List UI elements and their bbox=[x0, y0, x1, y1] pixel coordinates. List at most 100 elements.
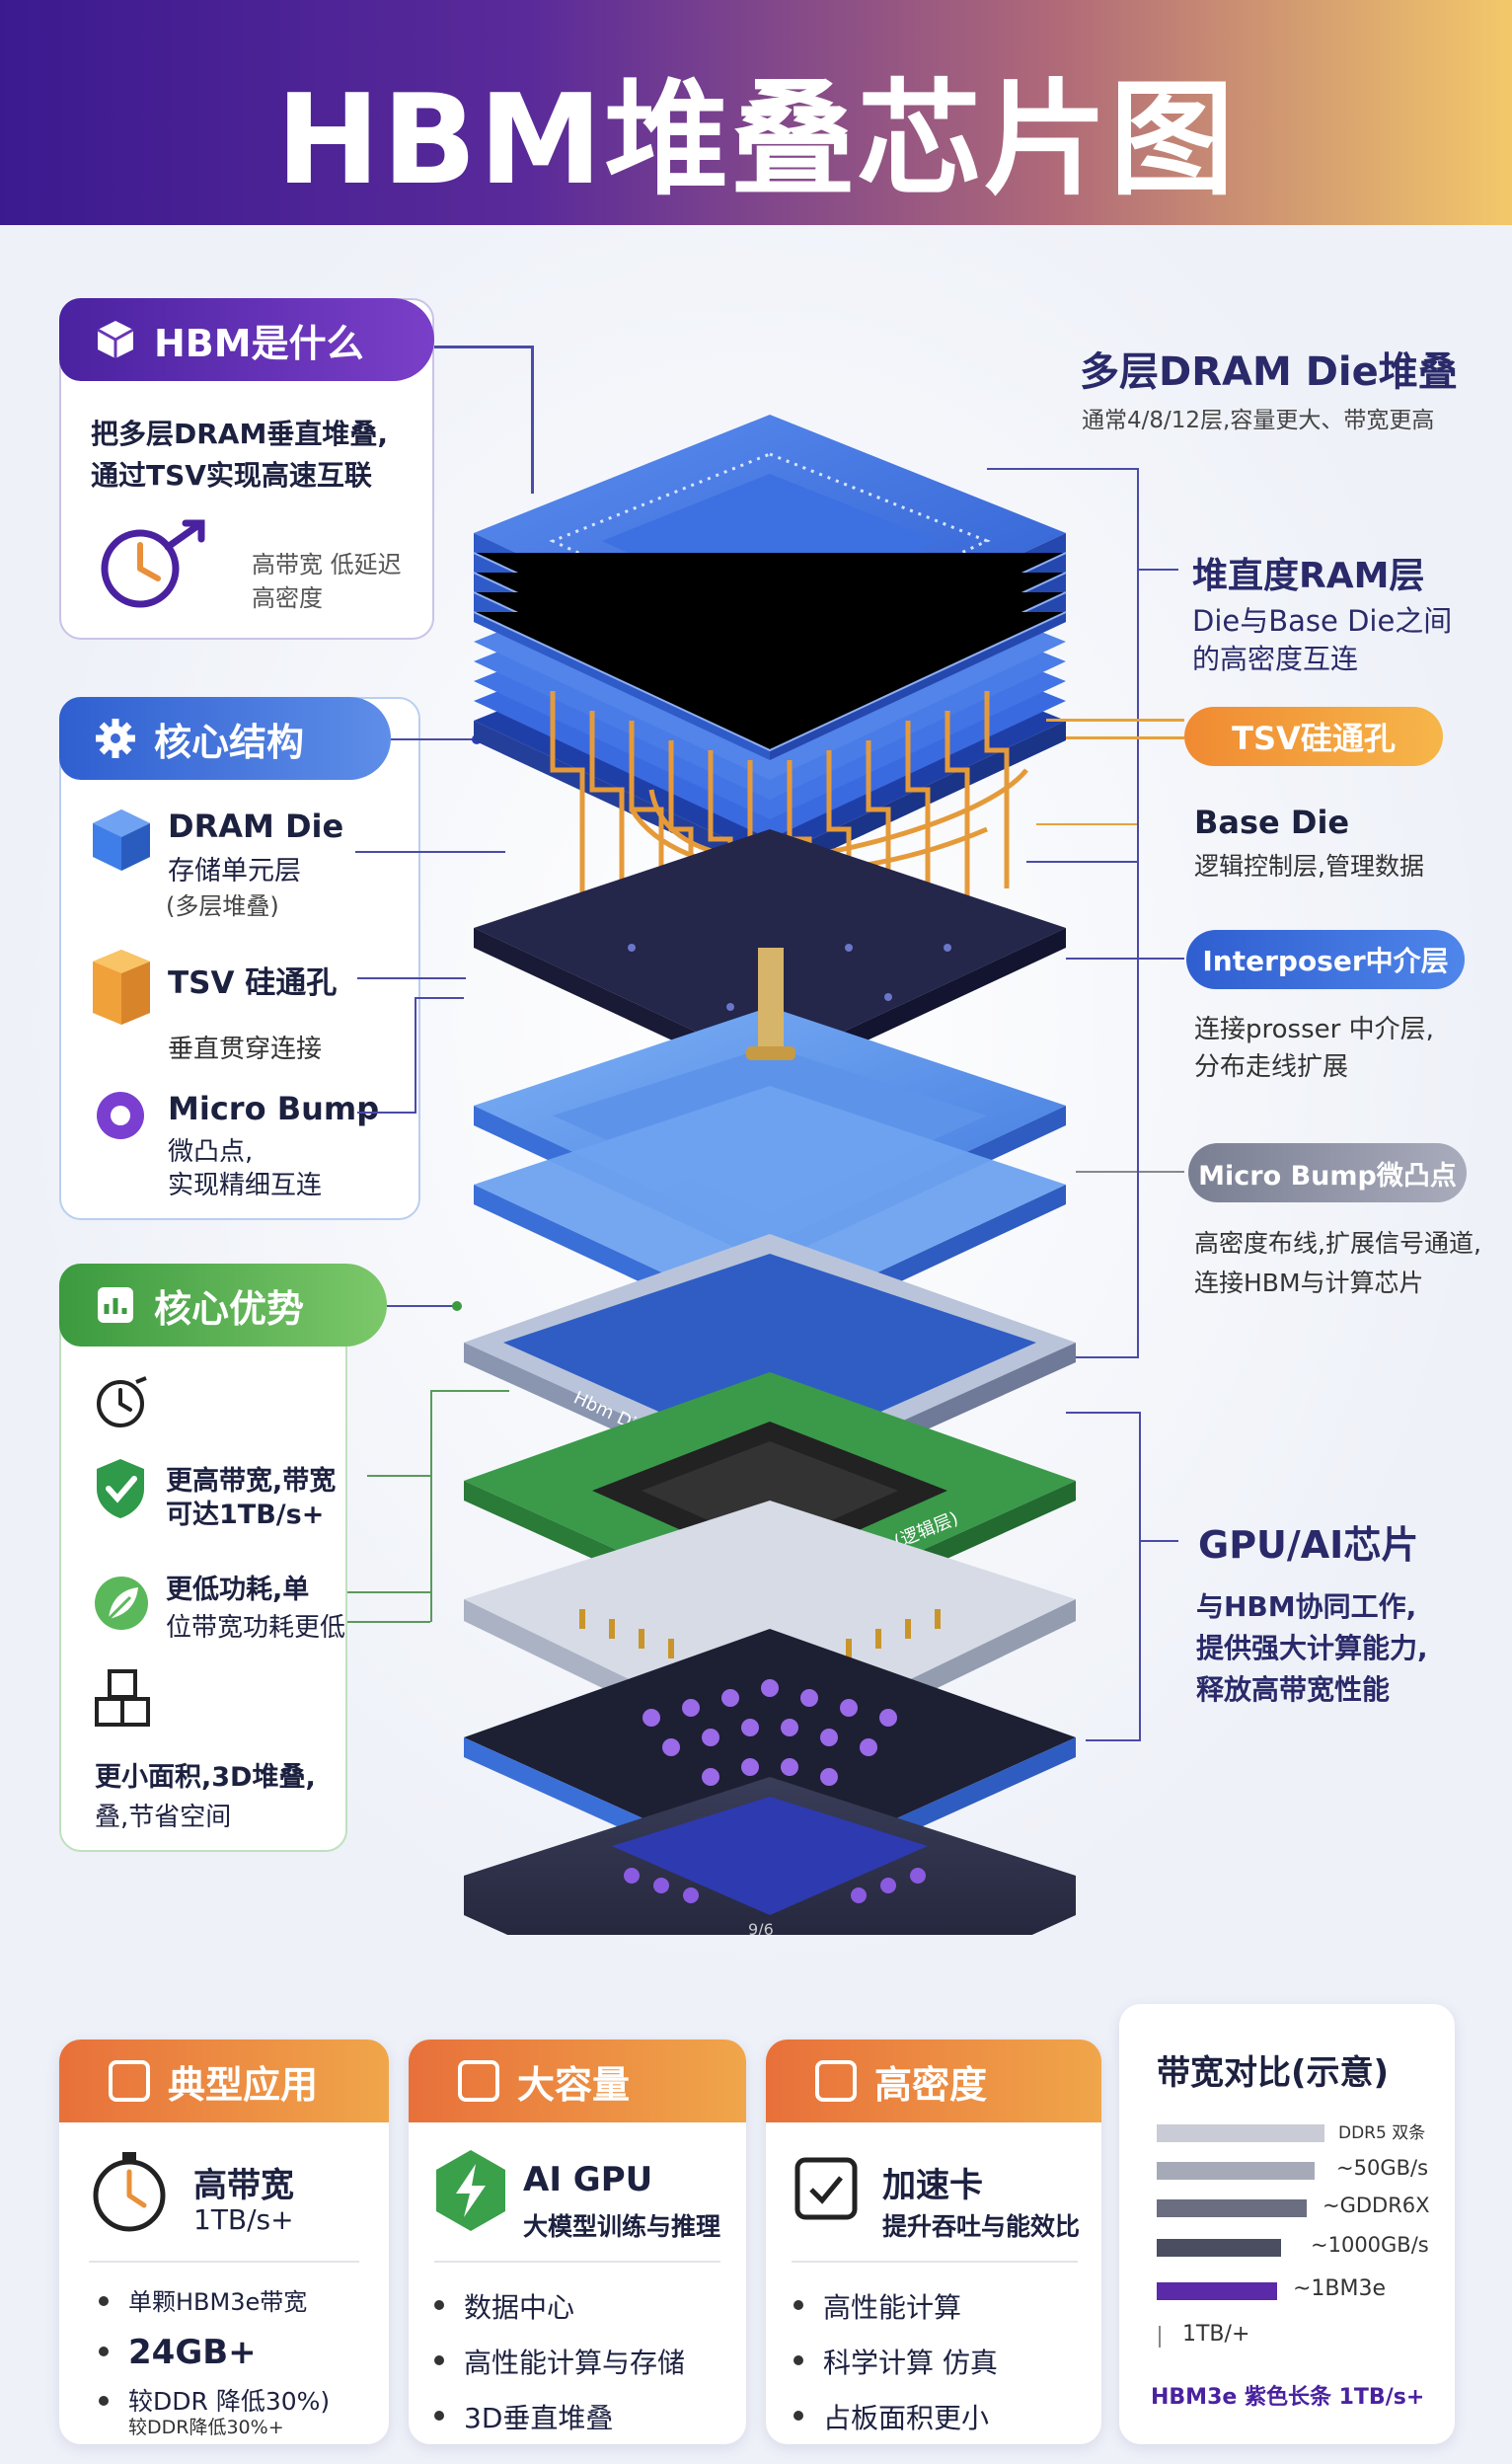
bandwidth-foot: HBM3e 紫色长条 1TB/s+ bbox=[1151, 2385, 1425, 2410]
hbm-stack-illustration: Hbm Die (DRAM层) Base Die (逻辑层) bbox=[464, 415, 1076, 1935]
vram-line1: Die与Base Die之间 bbox=[1192, 604, 1453, 638]
bottom-card-bandwidth: 带宽对比(示意) DDR5 双条 ~50GB/s ~GDDR6X ~1000GB… bbox=[1119, 2004, 1455, 2444]
divider bbox=[792, 2261, 1078, 2263]
gpu-line1: 与HBM协同工作, bbox=[1196, 1590, 1417, 1623]
bandwidth-label: ~50GB/s bbox=[1336, 2156, 1429, 2180]
bandwidth-bar bbox=[1157, 2199, 1307, 2217]
card-1-title: 高带宽 bbox=[193, 2166, 294, 2205]
grid-icon bbox=[109, 2060, 150, 2102]
tsv-tag: TSV硅通孔 bbox=[1184, 707, 1443, 766]
vram-title: 堆直度RAM层 bbox=[1192, 556, 1425, 596]
chart-box-icon bbox=[93, 1282, 138, 1328]
card-2-head: 大容量 bbox=[517, 2062, 631, 2107]
connector bbox=[1137, 823, 1139, 1358]
dram-die-title: DRAM Die bbox=[168, 808, 344, 845]
card-3-title: 加速卡 bbox=[882, 2166, 983, 2205]
bandwidth-bar bbox=[1157, 2124, 1324, 2142]
what-desc-2: 通过TSV实现高速互联 bbox=[91, 459, 372, 492]
connector bbox=[387, 1305, 456, 1307]
card-3-list: 高性能计算 科学计算 仿真 占板面积更小 bbox=[794, 2286, 998, 2444]
card-1-list: 单颗HBM3e带宽 24GB+ 较DDR 降低30%) bbox=[99, 2282, 330, 2422]
dram-stack-sub: 通常4/8/12层,容量更大、带宽更高 bbox=[1082, 408, 1435, 433]
bandwidth-label: ~1BM3e bbox=[1293, 2276, 1387, 2301]
leaf-icon bbox=[93, 1574, 150, 1637]
connector bbox=[1066, 958, 1184, 960]
header-banner: HBM堆叠芯片图 bbox=[0, 0, 1512, 225]
base-die-title: Base Die bbox=[1194, 804, 1350, 841]
card-header: 大容量 bbox=[409, 2040, 746, 2122]
blocks-icon bbox=[93, 1668, 154, 1733]
dram-layers bbox=[473, 415, 1067, 879]
bottom-card-applications: 典型应用 高带宽 1TB/s+ 单颗HBM3e带宽 24GB+ 较DDR 降低3… bbox=[59, 2040, 389, 2444]
connector bbox=[357, 977, 466, 979]
connector bbox=[1137, 468, 1139, 823]
micro-bump-line2: 连接HBM与计算芯片 bbox=[1194, 1269, 1424, 1297]
interposer-plates bbox=[474, 948, 1066, 1343]
card-4-head: 带宽对比(示意) bbox=[1157, 2053, 1390, 2093]
stopwatch-icon bbox=[89, 2148, 170, 2237]
what-label: HBM是什么 bbox=[154, 321, 364, 365]
list-item: 科学计算 仿真 bbox=[794, 2342, 998, 2381]
list-item: 高性能计算 bbox=[794, 2286, 998, 2326]
what-note-2: 高密度 bbox=[252, 584, 323, 612]
adv-label: 核心优势 bbox=[154, 1286, 305, 1331]
core-label: 核心结构 bbox=[154, 720, 305, 764]
divider bbox=[434, 2261, 720, 2263]
list-item: 较DDR 降低30%) bbox=[99, 2382, 330, 2418]
dram-die-line3: (多层堆叠) bbox=[166, 892, 279, 920]
bandwidth-bar bbox=[1157, 2162, 1315, 2180]
micro-bump-tag: Micro Bump微凸点 bbox=[1188, 1143, 1467, 1202]
dram-cube-icon bbox=[91, 808, 152, 877]
vram-line2: 的高密度互连 bbox=[1192, 643, 1359, 675]
divider bbox=[89, 2261, 359, 2263]
micro-bump-line1: 高密度布线,扩展信号通道, bbox=[1194, 1229, 1481, 1258]
connector bbox=[1026, 861, 1139, 863]
base-text: 9/6 bbox=[748, 1920, 774, 1935]
stopwatch-icon bbox=[93, 1374, 152, 1433]
connector bbox=[347, 1621, 430, 1623]
core-pill: 核心结构 bbox=[59, 697, 391, 780]
card-3-sub: 提升吞吐与能效比 bbox=[882, 2212, 1081, 2241]
connector bbox=[987, 468, 1137, 470]
micro-bump-icon bbox=[93, 1088, 148, 1147]
base-die-sub: 逻辑控制层,管理数据 bbox=[1194, 852, 1424, 881]
what-pill: HBM是什么 bbox=[59, 298, 434, 381]
checkbox-icon bbox=[794, 2156, 859, 2225]
connector bbox=[357, 1112, 416, 1114]
card-3-head: 高密度 bbox=[874, 2062, 988, 2107]
connector bbox=[1139, 1412, 1141, 1739]
connector bbox=[1036, 823, 1139, 825]
connector bbox=[355, 851, 505, 853]
card-1-sub: 1TB/s+ bbox=[193, 2203, 294, 2236]
gear-icon bbox=[93, 716, 138, 761]
bandwidth-bar-hbm bbox=[1157, 2282, 1277, 2300]
connector bbox=[1086, 1739, 1141, 1741]
bandwidth-label: ~GDDR6X bbox=[1323, 2194, 1430, 2217]
gpu-base: 9/6 bbox=[464, 1777, 1076, 1935]
connector bbox=[434, 346, 533, 348]
gpu-title: GPU/AI芯片 bbox=[1198, 1523, 1419, 1567]
connector bbox=[1076, 1356, 1139, 1358]
gpu-line2: 提供强大计算能力, bbox=[1196, 1632, 1428, 1664]
interposer-line2: 分布走线扩展 bbox=[1194, 1052, 1349, 1082]
list-item: 数据中心 bbox=[434, 2286, 685, 2326]
connector-dot bbox=[452, 1301, 462, 1311]
connector bbox=[391, 738, 476, 740]
connector bbox=[430, 1390, 509, 1392]
card-header: 典型应用 bbox=[59, 2040, 389, 2122]
card-1-footnote: 较DDR降低30%+ bbox=[128, 2417, 284, 2438]
bottom-card-density: 高密度 加速卡 提升吞吐与能效比 高性能计算 科学计算 仿真 占板面积更小 bbox=[766, 2040, 1101, 2444]
connector bbox=[1066, 1412, 1141, 1414]
bolt-hex-icon bbox=[434, 2148, 507, 2237]
list-item: 3D垂直堆叠 bbox=[434, 2397, 685, 2436]
card-2-sub: 大模型训练与推理 bbox=[523, 2212, 721, 2241]
list-item: 24GB+ bbox=[99, 2333, 330, 2372]
clock-arrow-icon bbox=[99, 515, 217, 618]
connector bbox=[415, 997, 416, 1114]
connector bbox=[367, 1475, 430, 1477]
adv-card bbox=[59, 1264, 347, 1852]
tsv-cube-icon bbox=[91, 948, 152, 1031]
bottom-card-capacity: 大容量 AI GPU 大模型训练与推理 数据中心 高性能计算与存储 3D垂直堆叠 bbox=[409, 2040, 746, 2444]
dram-stack-title: 多层DRAM Die堆叠 bbox=[1080, 349, 1458, 395]
page-title: HBM堆叠芯片图 bbox=[275, 67, 1237, 212]
